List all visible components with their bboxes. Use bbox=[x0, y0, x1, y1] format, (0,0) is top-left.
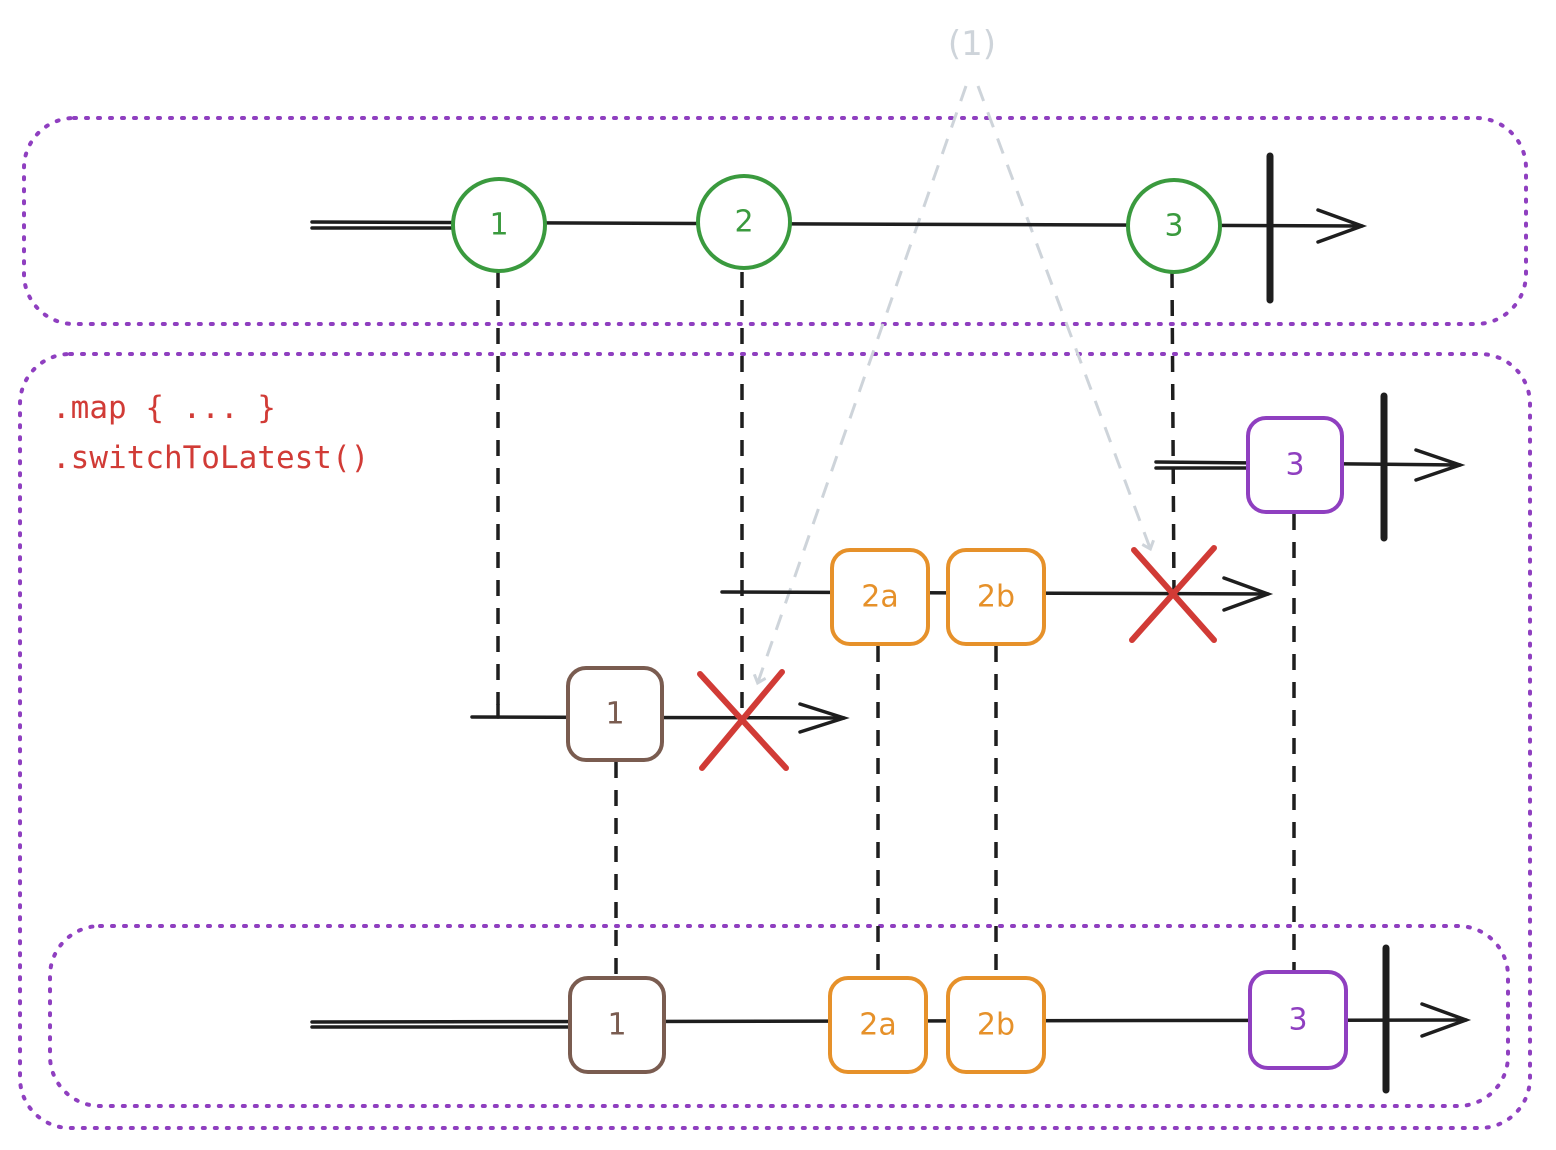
cancel-x-icon bbox=[697, 669, 789, 771]
inner2-event-2a: 2a bbox=[830, 548, 930, 646]
inner2-event-2b: 2b bbox=[946, 548, 1046, 646]
output-event-1: 1 bbox=[568, 976, 666, 1074]
inner3-event-3: 3 bbox=[1246, 416, 1344, 514]
code-line-switch-to-latest: .switchToLatest() bbox=[52, 440, 369, 476]
output-event-3: 3 bbox=[1248, 970, 1348, 1070]
annotation-arrow-left bbox=[758, 85, 968, 682]
connector-source3-to-inner3 bbox=[1170, 271, 1176, 597]
source-arrowhead bbox=[1316, 208, 1368, 244]
svg-text:2: 2 bbox=[734, 205, 753, 240]
operator-group-box bbox=[18, 352, 1532, 1130]
svg-text:1: 1 bbox=[605, 697, 624, 732]
source-group-box bbox=[22, 116, 1528, 326]
svg-text:2b: 2b bbox=[977, 1008, 1015, 1043]
source-event-3: 3 bbox=[1126, 178, 1222, 274]
annotation-arrow-right bbox=[976, 85, 1150, 548]
svg-text:2b: 2b bbox=[977, 580, 1015, 615]
inner1-event-1: 1 bbox=[566, 666, 664, 762]
svg-text:1: 1 bbox=[607, 1008, 626, 1043]
inner2-arrowhead bbox=[1222, 576, 1274, 612]
output-event-2a: 2a bbox=[828, 976, 928, 1074]
output-arrowhead bbox=[1420, 1002, 1472, 1038]
svg-text:3: 3 bbox=[1288, 1003, 1307, 1038]
svg-text:2a: 2a bbox=[861, 580, 898, 615]
svg-text:3: 3 bbox=[1164, 209, 1183, 244]
source-event-2: 2 bbox=[696, 174, 792, 270]
svg-text:1: 1 bbox=[489, 208, 508, 243]
cancel-x-icon bbox=[1129, 545, 1217, 643]
svg-text:2a: 2a bbox=[859, 1008, 896, 1043]
inner1-arrowhead bbox=[798, 702, 850, 734]
annotation-label: (1) bbox=[948, 24, 996, 64]
output-group-box bbox=[48, 924, 1510, 1108]
svg-text:3: 3 bbox=[1285, 448, 1304, 483]
inner3-arrowhead bbox=[1414, 448, 1466, 482]
code-line-map: .map { ... } bbox=[52, 390, 276, 426]
output-event-2b: 2b bbox=[946, 976, 1046, 1074]
source-event-1: 1 bbox=[451, 177, 547, 273]
